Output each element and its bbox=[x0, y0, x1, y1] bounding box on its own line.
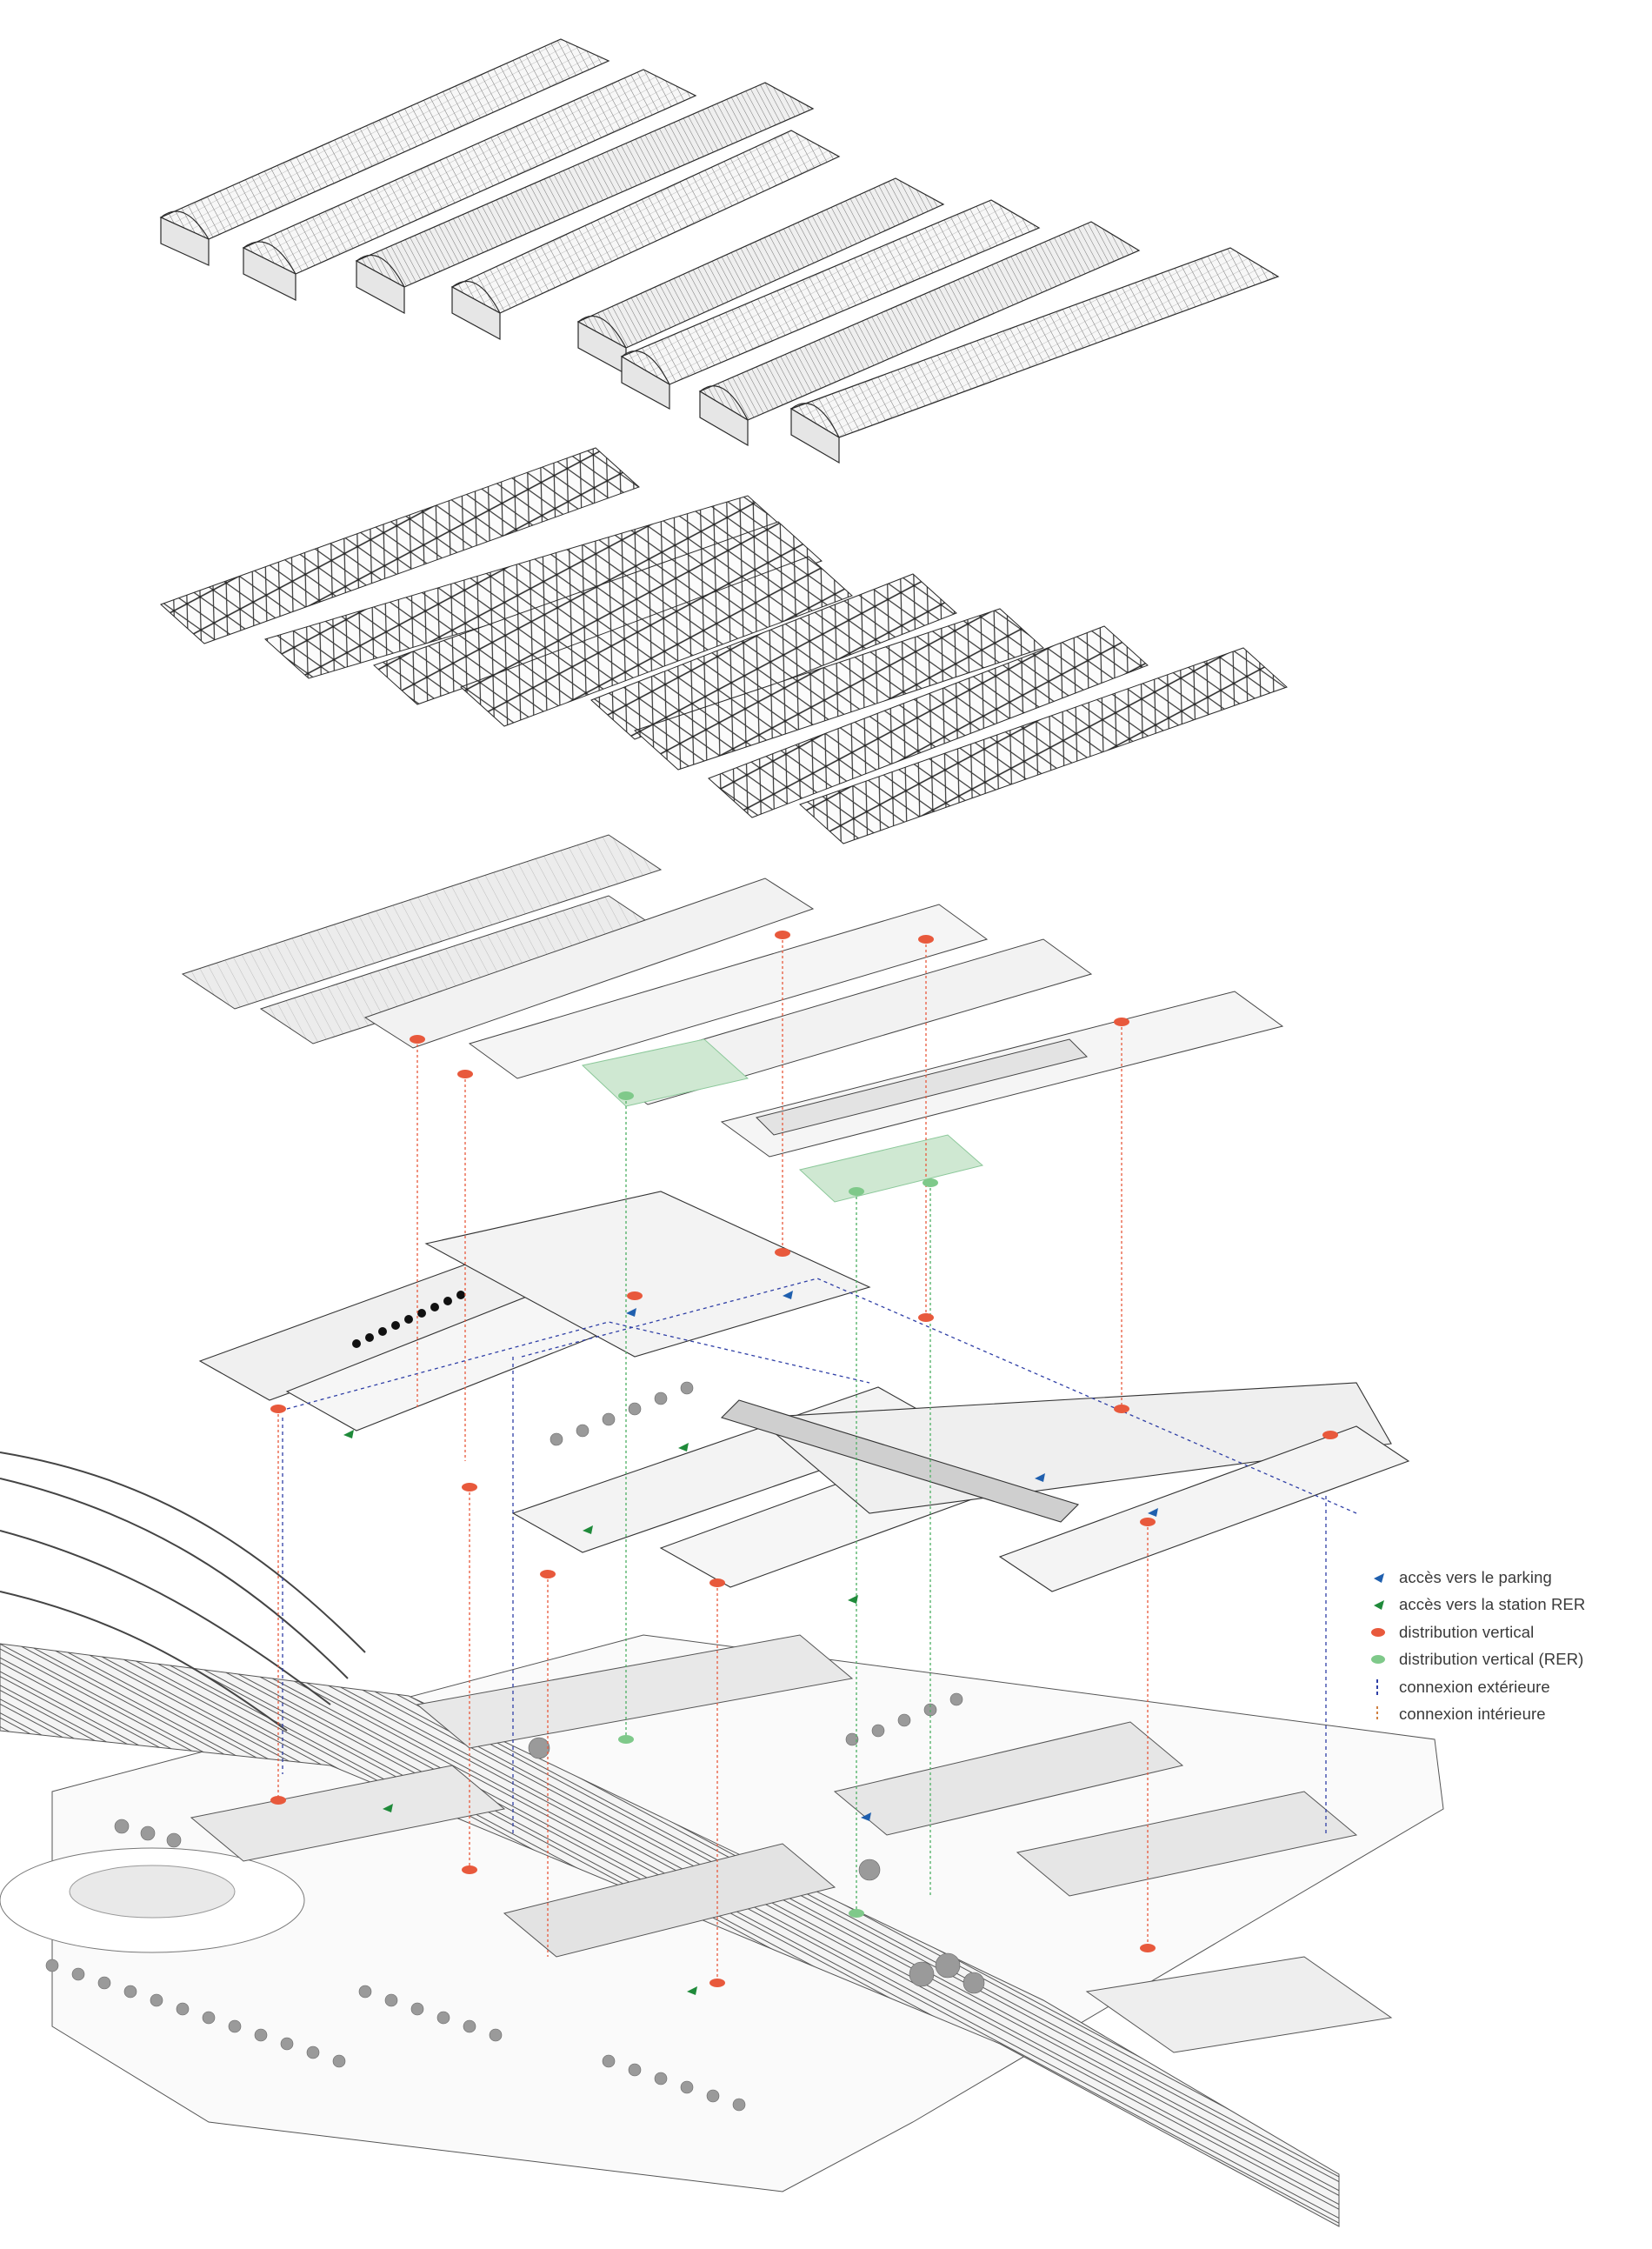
orange-dashed-line-icon bbox=[1376, 1706, 1378, 1723]
roof-hall bbox=[450, 130, 841, 341]
platform-slab bbox=[998, 1425, 1410, 1592]
rer-distribution-points bbox=[618, 1091, 938, 1918]
roof-hall bbox=[242, 69, 697, 301]
truss-row bbox=[160, 447, 640, 644]
legend-item-interior: connexion intérieure bbox=[1369, 1701, 1630, 1729]
curved-tracks bbox=[0, 1452, 366, 1732]
ground-buildings bbox=[1016, 1791, 1358, 1897]
ground-buildings bbox=[416, 1634, 854, 1749]
legend-item-exterior: connexion extérieure bbox=[1369, 1673, 1630, 1701]
truss-row bbox=[590, 573, 957, 740]
truss-structure bbox=[160, 447, 1288, 844]
railway-tracks bbox=[0, 1643, 1340, 2227]
green-zone bbox=[581, 1038, 749, 1107]
legend-label: accès vers le parking bbox=[1399, 1567, 1552, 1586]
platform-strip bbox=[720, 1399, 1080, 1523]
platform-slab bbox=[424, 1191, 871, 1358]
interior-connection-lines bbox=[277, 935, 1149, 1983]
station-roof-ground bbox=[1085, 1956, 1393, 2053]
rer-arrow-icon bbox=[1374, 1600, 1384, 1611]
truss-row bbox=[708, 625, 1149, 818]
legend-label: connexion extérieure bbox=[1399, 1677, 1550, 1696]
rer-access-arrows bbox=[343, 1430, 858, 1995]
legend-item-rer-access: accès vers la station RER bbox=[1369, 1592, 1630, 1619]
parking-access-arrows bbox=[626, 1291, 1158, 1821]
truss-row bbox=[373, 521, 823, 705]
legend-label: accès vers la station RER bbox=[1399, 1595, 1586, 1614]
legend-item-parking: accès vers le parking bbox=[1369, 1564, 1630, 1592]
rer-connection-lines bbox=[625, 1096, 931, 1913]
stadium-inner bbox=[69, 1865, 236, 1919]
legend-label: connexion intérieure bbox=[1399, 1705, 1546, 1724]
ground-buildings bbox=[190, 1765, 506, 1862]
legend-item-vertical-rer: distribution vertical (RER) bbox=[1369, 1646, 1630, 1674]
legend: accès vers le parking accès vers la stat… bbox=[1369, 1564, 1630, 1728]
orange-dot-icon bbox=[1371, 1627, 1385, 1637]
upper-block bbox=[181, 834, 663, 1010]
roof-hall bbox=[159, 38, 610, 266]
platform-level-plan bbox=[198, 1191, 1410, 1592]
roof-hall bbox=[355, 82, 815, 315]
truss-row bbox=[799, 647, 1288, 844]
seating-row bbox=[352, 1291, 465, 1348]
legend-label: distribution vertical (RER) bbox=[1399, 1650, 1584, 1669]
blue-dashed-line-icon bbox=[1376, 1678, 1378, 1695]
parking-arrow-icon bbox=[1374, 1572, 1384, 1583]
ground-buildings bbox=[503, 1843, 836, 1958]
legend-item-vertical: distribution vertical bbox=[1369, 1618, 1630, 1646]
roof-hall bbox=[698, 221, 1141, 447]
ground-site-plan bbox=[0, 1381, 1444, 2227]
roof-hall bbox=[576, 177, 945, 376]
upper-level-plan bbox=[181, 834, 1284, 1203]
platform-slab bbox=[755, 1382, 1392, 1514]
truss-row bbox=[460, 556, 853, 727]
vertical-distribution-points bbox=[270, 931, 1338, 1987]
green-dot-icon bbox=[1371, 1655, 1385, 1665]
trees bbox=[45, 1381, 985, 2112]
exterior-connection-lines bbox=[282, 1278, 1357, 1835]
glass-roof-halls bbox=[159, 38, 1280, 464]
legend-label: distribution vertical bbox=[1399, 1622, 1535, 1641]
upper-footbridge bbox=[756, 1038, 1088, 1136]
vertical-connections bbox=[270, 931, 1357, 1995]
truss-row bbox=[634, 608, 1044, 771]
roof-hall bbox=[620, 199, 1041, 410]
green-zone bbox=[798, 1134, 984, 1203]
roof-hall bbox=[789, 247, 1280, 464]
upper-concourse bbox=[363, 878, 815, 1049]
